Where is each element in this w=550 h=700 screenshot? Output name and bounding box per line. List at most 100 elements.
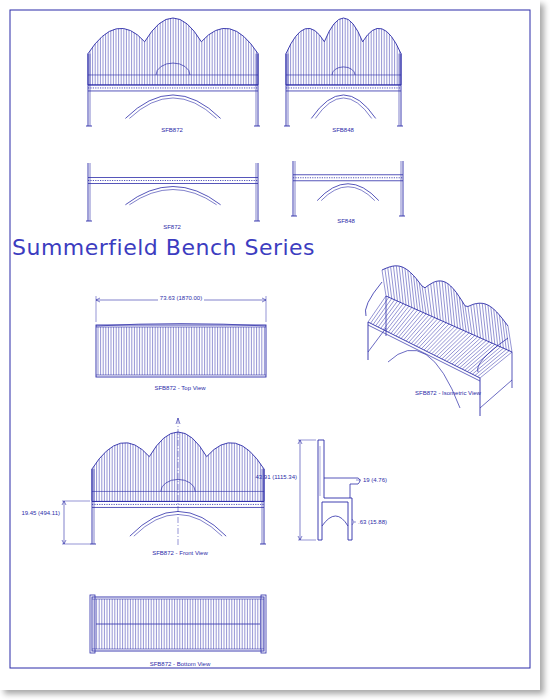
line-stroke <box>226 427 227 501</box>
line-stroke <box>477 351 509 377</box>
line-stroke <box>181 327 182 375</box>
line-stroke <box>146 427 147 501</box>
arch-rail <box>129 98 216 118</box>
line-stroke <box>384 13 385 85</box>
line-stroke <box>480 378 481 416</box>
line-stroke <box>212 327 213 375</box>
line-stroke <box>96 427 97 501</box>
line-stroke <box>160 13 161 85</box>
line-stroke <box>475 349 506 375</box>
arch-rail <box>315 98 371 118</box>
line-stroke <box>298 13 299 85</box>
arch-rail <box>129 190 216 205</box>
line-stroke <box>110 13 111 85</box>
line-stroke <box>298 440 316 441</box>
line-stroke <box>256 327 257 375</box>
line-stroke <box>239 427 240 501</box>
line-stroke <box>134 13 135 85</box>
line-stroke <box>113 327 114 375</box>
line-stroke <box>209 327 210 375</box>
line-stroke <box>94 599 95 649</box>
line-stroke <box>100 13 101 85</box>
line-stroke <box>243 13 244 85</box>
sheet-border <box>10 10 530 668</box>
line-stroke <box>246 327 247 375</box>
line-stroke <box>320 446 321 496</box>
line-stroke <box>149 13 150 85</box>
line-stroke <box>411 318 434 344</box>
line-stroke <box>424 324 449 350</box>
back-outline <box>88 18 258 85</box>
line-stroke <box>373 299 392 325</box>
line-stroke <box>216 427 217 501</box>
line-stroke <box>194 13 195 85</box>
line-stroke <box>399 216 405 217</box>
line-stroke <box>173 13 174 85</box>
back-medallion <box>332 67 355 75</box>
line-stroke <box>199 13 200 85</box>
line-stroke <box>160 327 161 375</box>
line-stroke <box>293 161 294 216</box>
line-stroke <box>311 13 312 85</box>
line-stroke <box>386 13 387 85</box>
line-stroke <box>470 347 501 373</box>
line-stroke <box>178 327 179 375</box>
line-stroke <box>350 484 351 498</box>
sheet-title: Summerfield Bench Series <box>12 235 315 261</box>
line-stroke <box>447 335 475 361</box>
line-stroke <box>225 327 226 375</box>
line-stroke <box>401 161 402 216</box>
bench-isometric <box>365 266 512 416</box>
line-stroke <box>293 174 403 175</box>
line-stroke <box>198 427 199 501</box>
line-stroke <box>92 491 264 492</box>
line-stroke <box>181 13 182 85</box>
line-stroke <box>286 87 401 88</box>
view-label: SFB872 - Isometric View <box>415 390 481 397</box>
line-stroke <box>165 327 166 375</box>
view-label: SFB872 - Top View <box>154 385 205 392</box>
line-stroke <box>229 427 230 501</box>
line-stroke <box>118 13 119 85</box>
line-stroke <box>314 13 315 85</box>
line-stroke <box>169 427 170 501</box>
line-stroke <box>256 163 257 221</box>
line-stroke <box>127 427 128 501</box>
line-stroke <box>368 322 369 360</box>
line-stroke <box>147 13 148 85</box>
line-stroke <box>342 13 343 85</box>
seat-outline <box>96 325 266 377</box>
line-stroke <box>88 87 258 88</box>
dim-arrow <box>62 501 66 505</box>
line-stroke <box>183 327 184 375</box>
line-stroke <box>389 13 390 85</box>
line-stroke <box>291 216 297 217</box>
line-stroke <box>512 352 513 388</box>
line-stroke <box>237 427 238 501</box>
line-stroke <box>360 13 361 85</box>
line-stroke <box>104 427 105 501</box>
line-stroke <box>324 13 325 85</box>
line-stroke <box>177 427 178 501</box>
line-stroke <box>221 427 222 501</box>
dim-arrow <box>298 536 302 540</box>
line-stroke <box>62 544 90 545</box>
line-stroke <box>256 54 257 126</box>
bench-bottom-view <box>90 595 266 653</box>
line-stroke <box>397 126 403 127</box>
line-stroke <box>190 427 191 501</box>
line-stroke <box>105 327 106 375</box>
line-stroke <box>480 380 512 408</box>
line-stroke <box>340 13 341 85</box>
back-slats <box>90 13 256 85</box>
line-stroke <box>161 427 162 501</box>
line-stroke <box>235 327 236 375</box>
line-stroke <box>173 327 174 375</box>
line-stroke <box>88 163 89 221</box>
line-stroke <box>368 13 369 85</box>
line-stroke <box>258 54 259 126</box>
line-stroke <box>211 427 212 501</box>
line-stroke <box>293 13 294 85</box>
line-stroke <box>233 327 234 375</box>
line-stroke <box>258 163 259 221</box>
